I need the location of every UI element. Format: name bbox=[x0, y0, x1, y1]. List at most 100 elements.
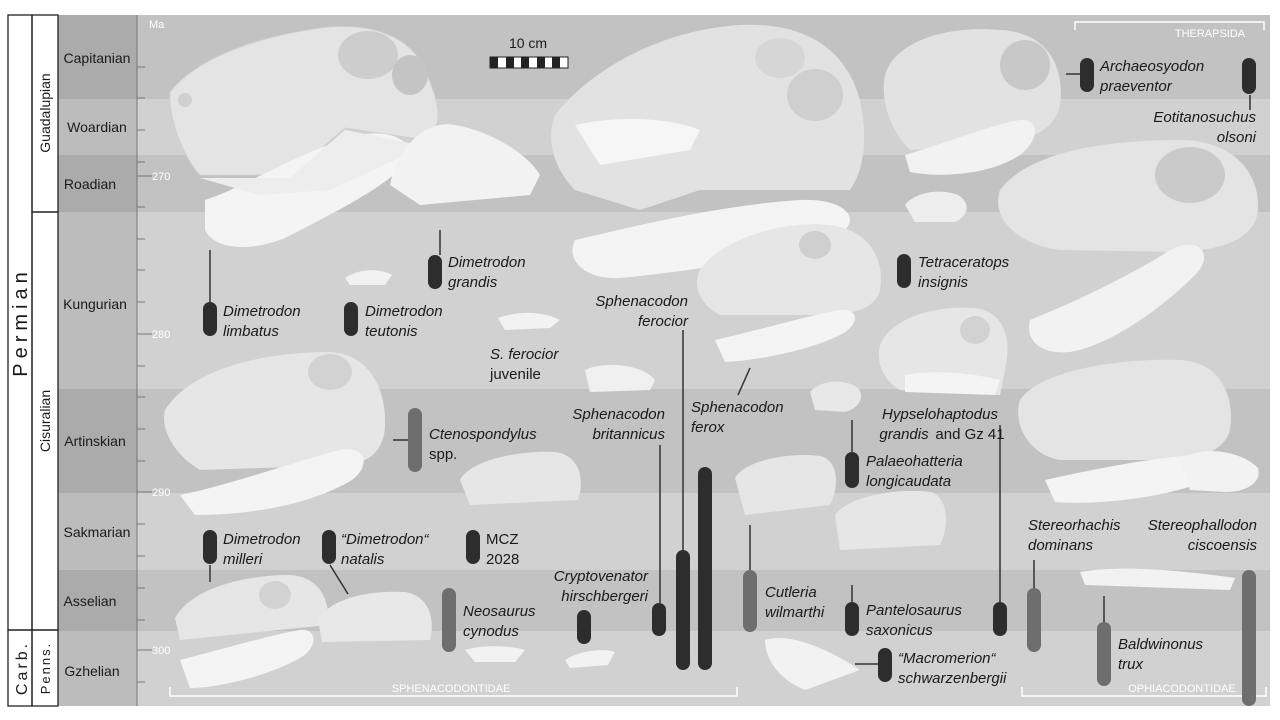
label-palaeohatteria: Palaeohatteria longicaudata bbox=[866, 453, 963, 490]
label-dimetrodon-teutonis: Dimetrodon teutonis bbox=[365, 303, 443, 340]
range-bar-dimetrodon-natalis bbox=[322, 530, 336, 564]
svg-text:Eotitanosuchus: Eotitanosuchus bbox=[1153, 109, 1256, 126]
svg-text:schwarzenbergii: schwarzenbergii bbox=[898, 670, 1007, 687]
svg-text:cynodus: cynodus bbox=[463, 623, 519, 640]
dimetrodon-teutonis-fragment bbox=[345, 270, 392, 285]
range-bar-neosaurus bbox=[442, 588, 456, 652]
svg-text:grandis: grandis bbox=[879, 426, 929, 443]
stage-sakmarian: Sakmarian bbox=[64, 524, 131, 540]
svg-text:Neosaurus: Neosaurus bbox=[463, 603, 536, 620]
label-pantelosaurus: Pantelosaurus saxonicus bbox=[866, 602, 962, 639]
svg-text:milleri: milleri bbox=[223, 551, 263, 568]
stage-roadian: Roadian bbox=[64, 176, 116, 192]
svg-text:teutonis: teutonis bbox=[365, 323, 418, 340]
svg-text:ferocior: ferocior bbox=[638, 313, 689, 330]
svg-text:Stereorhachis: Stereorhachis bbox=[1028, 517, 1121, 534]
chronostrat-frame bbox=[7, 14, 59, 707]
hypselohaptodus-skull bbox=[878, 307, 1008, 395]
ctenospondylus-skull bbox=[164, 352, 386, 515]
tick-290: 290 bbox=[152, 487, 170, 499]
svg-text:S. ferocior: S. ferocior bbox=[490, 346, 559, 363]
label-neosaurus: Neosaurus cynodus bbox=[463, 603, 536, 640]
dimetrodon-grandis-skull bbox=[390, 124, 540, 205]
range-bar-sphenacodon-britannicus bbox=[652, 603, 666, 636]
range-bar-tetraceratops bbox=[897, 254, 911, 288]
tetraceratops-skull bbox=[905, 191, 967, 222]
stereorhachis-skull bbox=[1018, 359, 1259, 503]
svg-text:juvenile: juvenile bbox=[489, 366, 541, 383]
svg-text:Tetraceratops: Tetraceratops bbox=[918, 254, 1010, 271]
label-ctenospondylus: Ctenospondylus spp. bbox=[429, 426, 537, 463]
svg-text:Pantelosaurus: Pantelosaurus bbox=[866, 602, 962, 619]
svg-text:insignis: insignis bbox=[918, 274, 969, 291]
svg-text:ferox: ferox bbox=[691, 419, 725, 436]
range-bar-ctenospondylus bbox=[408, 408, 422, 472]
leader-lines bbox=[209, 73, 1251, 665]
range-bar-eotitanosuchus bbox=[1242, 58, 1256, 94]
range-bar-stereorhachis bbox=[1027, 588, 1041, 652]
tick-270: 270 bbox=[152, 171, 170, 183]
stage-capitanian: Capitanian bbox=[64, 50, 131, 66]
svg-text:Archaeosyodon: Archaeosyodon bbox=[1099, 58, 1204, 75]
sphenacodon-ferox-skull bbox=[696, 224, 881, 362]
svg-text:dominans: dominans bbox=[1028, 537, 1094, 554]
range-bar-dimetrodon-teutonis bbox=[344, 302, 358, 336]
skull-silhouettes bbox=[164, 24, 1259, 690]
svg-text:Palaeohatteria: Palaeohatteria bbox=[866, 453, 963, 470]
svg-text:Dimetrodon: Dimetrodon bbox=[365, 303, 443, 320]
range-bar-stereophallodon bbox=[1242, 570, 1256, 706]
cutleria-skull bbox=[735, 454, 836, 515]
svg-text:“Macromerion“: “Macromerion“ bbox=[898, 650, 997, 667]
svg-text:Cryptovenator: Cryptovenator bbox=[554, 568, 649, 585]
svg-text:Dimetrodon: Dimetrodon bbox=[448, 254, 526, 271]
svg-text:praeventor: praeventor bbox=[1099, 78, 1173, 95]
label-eotitanosuchus: Eotitanosuchus olsoni bbox=[1153, 109, 1256, 146]
label-tetraceratops: Tetraceratops insignis bbox=[918, 254, 1010, 291]
svg-text:2028: 2028 bbox=[486, 551, 519, 568]
range-bar-sphenacodon-ferox bbox=[698, 467, 712, 670]
range-bars bbox=[203, 58, 1256, 706]
axis-unit: Ma bbox=[149, 19, 165, 31]
epoch-cisuralian: Cisuralian bbox=[37, 390, 53, 452]
svg-text:MCZ: MCZ bbox=[486, 531, 519, 548]
cryptovenator-fragment bbox=[565, 650, 615, 668]
svg-text:“Dimetrodon“: “Dimetrodon“ bbox=[341, 531, 430, 548]
svg-text:longicaudata: longicaudata bbox=[866, 473, 951, 490]
svg-text:Sphenacodon: Sphenacodon bbox=[595, 293, 688, 310]
stage-gzhelian: Gzhelian bbox=[64, 663, 119, 679]
dimetrodon-natalis-skull bbox=[318, 591, 432, 642]
range-bar-cryptovenator bbox=[577, 610, 591, 644]
range-bar-hypselohaptodus bbox=[993, 602, 1007, 636]
range-bar-macromerion bbox=[878, 648, 892, 682]
svg-text:limbatus: limbatus bbox=[223, 323, 279, 340]
group-therapsida: THERAPSIDA bbox=[1175, 28, 1246, 40]
s-ferocior-juvenile-fragment bbox=[498, 312, 560, 330]
label-sphenacodon-britannicus: Sphenacodon britannicus bbox=[572, 406, 665, 443]
label-baldwinonus: Baldwinonus trux bbox=[1118, 636, 1204, 673]
archaeosyodon-skull bbox=[883, 29, 1061, 175]
range-bar-dimetrodon-grandis bbox=[428, 255, 442, 289]
range-bar-dimetrodon-limbatus bbox=[203, 302, 217, 336]
dimetrodon-milleri-skull bbox=[175, 575, 329, 688]
svg-text:ciscoensis: ciscoensis bbox=[1188, 537, 1258, 554]
label-hypselohaptodus: Hypselohaptodus grandis and Gz 41 bbox=[879, 406, 1004, 443]
group-ophiacodontidae: OPHIACODONTIDAE bbox=[1128, 683, 1236, 695]
range-bar-sphenacodon-ferocior bbox=[676, 550, 690, 670]
epoch-guadalupian: Guadalupian bbox=[37, 73, 53, 152]
tick-300: 300 bbox=[152, 645, 170, 657]
range-bar-pantelosaurus bbox=[845, 602, 859, 636]
svg-text:Dimetrodon: Dimetrodon bbox=[223, 531, 301, 548]
group-brackets bbox=[169, 21, 1267, 697]
svg-text:trux: trux bbox=[1118, 656, 1144, 673]
svg-text:britannicus: britannicus bbox=[592, 426, 665, 443]
svg-text:spp.: spp. bbox=[429, 446, 457, 463]
age-axis bbox=[136, 15, 152, 706]
taxon-labels: Archaeosyodon praeventor Eotitanosuchus … bbox=[223, 58, 1257, 687]
svg-text:Ctenospondylus: Ctenospondylus bbox=[429, 426, 537, 443]
stage-wordian: Woardian bbox=[67, 119, 127, 135]
label-sphenacodon-ferocior: Sphenacodon ferocior bbox=[595, 293, 689, 330]
label-cryptovenator: Cryptovenator hirschbergeri bbox=[554, 568, 649, 605]
svg-text:olsoni: olsoni bbox=[1217, 129, 1257, 146]
stage-label-column bbox=[58, 15, 137, 706]
